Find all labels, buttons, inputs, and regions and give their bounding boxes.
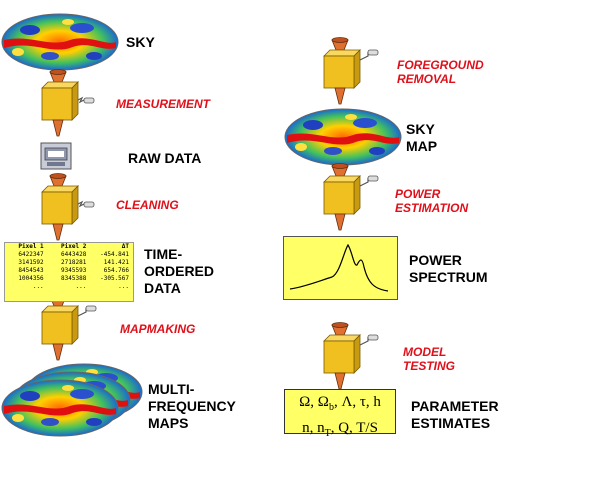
parameters-box: Ω, Ωb, Λ, τ, h n, nT, Q, T/S <box>284 389 396 439</box>
table-cell: 8345388 <box>61 275 87 282</box>
sky-map-result-icon <box>284 108 402 166</box>
table-cell: 8454543 <box>18 267 44 274</box>
table-cell: 141.421 <box>103 259 130 266</box>
table-row: ... ... ... <box>5 283 133 291</box>
measurement-step-label: MEASUREMENT <box>116 97 211 111</box>
power-spectrum-curve <box>289 243 389 292</box>
raw-data-label: RAW DATA <box>128 150 202 166</box>
time-ordered-data-table: Pixel 1 Pixel 2 ΔT 6422347 6443428 -454.… <box>4 242 134 302</box>
parameters-line-2: n, nT, Q, T/S <box>285 418 395 444</box>
sky-label: SKY <box>126 34 155 50</box>
table-cell: -454.841 <box>100 251 130 258</box>
param-text: n, n <box>302 420 325 436</box>
table-header-cell: ΔT <box>121 243 130 250</box>
table-cell: ... <box>75 283 87 290</box>
mapmaking-machine-icon <box>41 293 97 361</box>
table-cell: 2718281 <box>61 259 87 266</box>
parameter-estimates-label: PARAMETER ESTIMATES <box>411 398 499 431</box>
power-spectrum-plot <box>283 236 398 300</box>
param-subscript: b <box>328 402 334 413</box>
param-text: , Q, T/S <box>330 420 378 436</box>
model-testing-machine-icon <box>323 322 379 390</box>
measurement-machine-icon <box>41 69 95 137</box>
cleaning-step-label: CLEANING <box>116 198 179 212</box>
power-spectrum-label: POWER SPECTRUM <box>409 252 488 285</box>
table-cell: 1004356 <box>18 275 44 282</box>
parameters-line-1: Ω, Ωb, Λ, τ, h <box>285 392 395 418</box>
table-cell: 3141592 <box>18 259 44 266</box>
mapmaking-step-label: MAPMAKING <box>120 322 196 336</box>
sky-map-icon <box>1 13 119 71</box>
table-row: 8454543 9345593 654.766 <box>5 267 133 275</box>
table-cell: 6443428 <box>61 251 87 258</box>
param-subscript: T <box>324 428 331 439</box>
table-row: 6422347 6443428 -454.841 <box>5 251 133 259</box>
table-header: Pixel 1 Pixel 2 ΔT <box>5 243 133 251</box>
param-text: , Λ, τ, h <box>333 394 381 410</box>
param-text: Ω, Ω <box>299 394 329 410</box>
model-testing-step-label: MODEL TESTING <box>403 345 456 373</box>
table-cell: 654.766 <box>103 267 130 274</box>
table-cell: ... <box>118 283 130 290</box>
power-estimation-step-label: POWER ESTIMATION <box>395 187 469 215</box>
foreground-removal-step-label: FOREGROUND REMOVAL <box>397 58 484 86</box>
table-header-cell: Pixel 1 <box>18 243 44 250</box>
table-header-cell: Pixel 2 <box>61 243 87 250</box>
table-cell: 6422347 <box>18 251 44 258</box>
multi-frequency-maps-icon <box>1 363 143 437</box>
raw-data-icon <box>40 142 72 170</box>
power-estimation-machine-icon <box>323 163 379 231</box>
table-row: 3141592 2718281 141.421 <box>5 259 133 267</box>
table-cell: -305.567 <box>100 275 130 282</box>
foreground-removal-machine-icon <box>323 37 379 105</box>
time-ordered-data-label: TIME- ORDERED DATA <box>144 246 215 296</box>
sky-map-label: SKY MAP <box>406 121 438 154</box>
table-cell: ... <box>32 283 44 290</box>
table-cell: 9345593 <box>61 267 87 274</box>
table-row: 1004356 8345388 -305.567 <box>5 275 133 283</box>
multi-frequency-maps-label: MULTI- FREQUENCY MAPS <box>148 381 236 431</box>
cleaning-machine-icon <box>41 173 95 241</box>
